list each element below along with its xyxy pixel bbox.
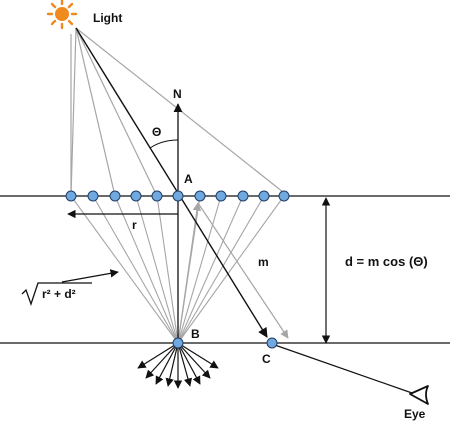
outgoing-arrow — [177, 342, 193, 387]
theta-arc — [149, 139, 179, 149]
entry-point-dot — [215, 190, 227, 202]
entry-point-dot — [151, 190, 163, 202]
scatter-ray — [92, 195, 179, 344]
normal-label: N — [173, 87, 182, 101]
distance-label: d = m cos (Θ) — [345, 254, 428, 269]
outgoing-arrow — [137, 342, 179, 369]
scatter-ray — [114, 195, 179, 344]
gray-ray-b-to-c — [177, 202, 202, 344]
m-label: m — [258, 255, 269, 269]
theta-label: Θ — [152, 125, 161, 139]
light-ray — [70, 27, 77, 197]
light-label: Light — [93, 11, 122, 25]
main-light-ray — [75, 27, 268, 338]
scatter-ray — [70, 195, 179, 344]
sun-icon — [46, 0, 78, 30]
scatter-rays-to-b — [70, 195, 285, 344]
outgoing-arrow — [145, 342, 179, 379]
point-c-label: C — [262, 352, 271, 366]
entry-point-dot — [237, 190, 249, 202]
entry-point-dot — [109, 190, 121, 202]
sqrt-symbol — [21, 282, 92, 306]
light-to-surface-rays — [70, 27, 158, 197]
scatter-ray — [156, 195, 179, 344]
point-c-dot — [266, 337, 278, 349]
point-a-label: A — [184, 172, 193, 186]
light-ray — [75, 27, 158, 197]
outgoing-arrow — [177, 342, 211, 379]
entry-point-dot — [172, 190, 184, 202]
scatter-ray — [177, 195, 285, 344]
gray-ray-to-c — [197, 202, 289, 339]
outgoing-arrow — [177, 342, 219, 369]
point-b-label: B — [191, 327, 200, 341]
entry-point-dot — [258, 190, 270, 202]
outgoing-scatter-arrows — [137, 342, 219, 389]
sqrt-pointer-arrow — [61, 269, 119, 283]
scatter-ray — [135, 195, 179, 344]
scatter-ray — [177, 195, 244, 344]
outgoing-arrow — [165, 342, 179, 387]
exit-ray-to-eye — [271, 343, 413, 394]
entry-point-dot — [130, 190, 142, 202]
entry-point-dot — [87, 190, 99, 202]
eye-icon — [409, 385, 429, 405]
outgoing-arrow — [155, 342, 179, 385]
point-b-dot — [172, 337, 184, 349]
scatter-ray — [177, 195, 222, 344]
entry-point-dot — [65, 190, 77, 202]
light-ray — [75, 27, 116, 197]
gray-ray-light-to-right — [75, 27, 289, 197]
outgoing-arrow — [177, 342, 201, 385]
sqrt-body-label: r² + d² — [42, 287, 76, 301]
r-label: r — [132, 218, 137, 232]
entry-point-dot — [278, 190, 290, 202]
entry-points — [65, 190, 290, 202]
eye-label: Eye — [404, 407, 426, 421]
entry-point-dot — [194, 190, 206, 202]
scatter-ray — [177, 195, 265, 344]
